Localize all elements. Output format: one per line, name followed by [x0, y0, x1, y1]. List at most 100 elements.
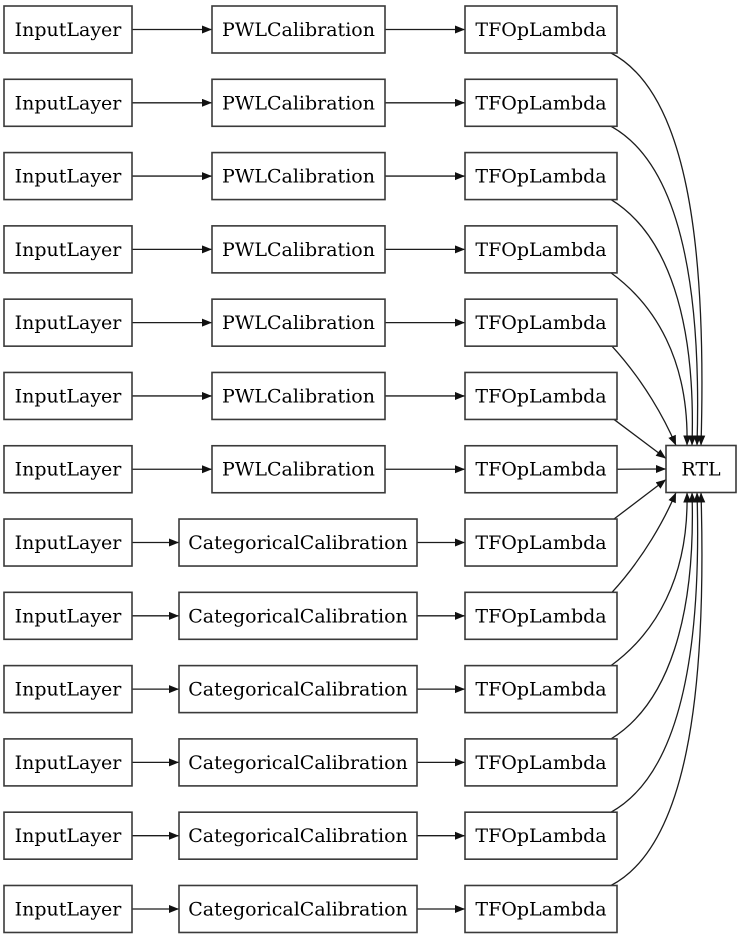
edge-lambda-to-rtl-8 — [613, 478, 667, 520]
node-tfoplambda-7: TFOpLambda — [464, 444, 618, 494]
node-pwlcalibration-2: PWLCalibration — [211, 78, 386, 128]
node-tfoplambda-1-box — [464, 5, 618, 54]
node-categoricalcalibration-13-box — [178, 884, 418, 934]
node-categoricalcalibration-12-label: CategoricalCalibration — [188, 825, 408, 847]
node-inputlayer-8-box — [3, 518, 133, 567]
node-pwlcalibration-1-box — [211, 5, 386, 54]
node-inputlayer-8-label: InputLayer — [15, 532, 123, 554]
node-inputlayer-4-label: InputLayer — [15, 239, 123, 261]
node-rtl-output: RTL — [665, 444, 737, 494]
node-rtl-output-label: RTL — [681, 459, 721, 481]
node-categoricalcalibration-11: CategoricalCalibration — [178, 738, 418, 787]
node-inputlayer-6: InputLayer — [3, 371, 133, 421]
node-inputlayer-6-label: InputLayer — [15, 385, 123, 407]
node-tfoplambda-11-label: TFOpLambda — [475, 752, 606, 774]
node-pwlcalibration-1-label: PWLCalibration — [222, 19, 375, 41]
node-pwlcalibration-5-box — [211, 298, 386, 347]
node-inputlayer-9-box — [3, 591, 133, 641]
node-tfoplambda-13: TFOpLambda — [464, 884, 618, 934]
node-inputlayer-9-label: InputLayer — [15, 605, 123, 627]
node-tfoplambda-10-box — [464, 664, 618, 714]
node-pwlcalibration-2-label: PWLCalibration — [222, 92, 375, 114]
node-categoricalcalibration-10-label: CategoricalCalibration — [188, 679, 408, 701]
node-tfoplambda-12-label: TFOpLambda — [475, 825, 606, 847]
node-tfoplambda-1-label: TFOpLambda — [475, 19, 606, 41]
node-tfoplambda-6-box — [464, 371, 618, 421]
node-pwlcalibration-4: PWLCalibration — [211, 225, 386, 274]
node-pwlcalibration-7-label: PWLCalibration — [222, 459, 375, 481]
node-categoricalcalibration-11-box — [178, 738, 418, 787]
node-inputlayer-10-label: InputLayer — [15, 679, 123, 701]
node-pwlcalibration-6: PWLCalibration — [211, 371, 386, 421]
node-tfoplambda-6-label: TFOpLambda — [475, 385, 606, 407]
node-tfoplambda-2-box — [464, 78, 618, 128]
node-pwlcalibration-3-label: PWLCalibration — [222, 166, 375, 188]
node-inputlayer-3: InputLayer — [3, 151, 133, 201]
node-inputlayer-12: InputLayer — [3, 811, 133, 860]
node-inputlayer-1-label: InputLayer — [15, 19, 123, 41]
edge-lambda-to-rtl-4 — [610, 272, 692, 446]
node-inputlayer-11: InputLayer — [3, 738, 133, 787]
node-tfoplambda-9-box — [464, 591, 618, 641]
node-tfoplambda-3: TFOpLambda — [464, 151, 618, 201]
node-tfoplambda-8: TFOpLambda — [464, 518, 618, 567]
node-tfoplambda-5: TFOpLambda — [464, 298, 618, 347]
node-inputlayer-11-box — [3, 738, 133, 787]
node-inputlayer-7: InputLayer — [3, 444, 133, 494]
node-tfoplambda-12: TFOpLambda — [464, 811, 618, 860]
node-inputlayer-5-box — [3, 298, 133, 347]
node-pwlcalibration-5-label: PWLCalibration — [222, 312, 375, 334]
node-categoricalcalibration-13: CategoricalCalibration — [178, 884, 418, 934]
edge-lambda-to-rtl-5 — [611, 345, 677, 446]
node-inputlayer-4-box — [3, 225, 133, 274]
node-inputlayer-5: InputLayer — [3, 298, 133, 347]
node-tfoplambda-5-box — [464, 298, 618, 347]
node-pwlcalibration-7: PWLCalibration — [211, 444, 386, 494]
node-inputlayer-13-label: InputLayer — [15, 898, 123, 920]
node-tfoplambda-3-box — [464, 151, 618, 201]
node-inputlayer-11-label: InputLayer — [15, 752, 123, 774]
node-pwlcalibration-2-box — [211, 78, 386, 128]
node-inputlayer-5-label: InputLayer — [15, 312, 123, 334]
node-inputlayer-10-box — [3, 664, 133, 714]
edge-lambda-to-rtl-6 — [613, 418, 667, 460]
node-categoricalcalibration-11-label: CategoricalCalibration — [188, 752, 408, 774]
node-categoricalcalibration-12-box — [178, 811, 418, 860]
node-categoricalcalibration-9-label: CategoricalCalibration — [188, 605, 408, 627]
node-tfoplambda-9-label: TFOpLambda — [475, 605, 606, 627]
edge-lambda-to-rtl-11 — [610, 492, 697, 740]
node-tfoplambda-1: TFOpLambda — [464, 5, 618, 54]
node-pwlcalibration-6-box — [211, 371, 386, 421]
edge-lambda-to-rtl-3 — [610, 199, 697, 446]
edge-lambda-to-rtl-13 — [610, 492, 706, 887]
node-inputlayer-12-label: InputLayer — [15, 825, 123, 847]
node-tfoplambda-11: TFOpLambda — [464, 738, 618, 787]
node-tfoplambda-8-box — [464, 518, 618, 567]
node-inputlayer-12-box — [3, 811, 133, 860]
node-pwlcalibration-3-box — [211, 151, 386, 201]
edge-lambda-to-rtl-1 — [610, 52, 706, 446]
node-inputlayer-13: InputLayer — [3, 884, 133, 934]
node-inputlayer-4: InputLayer — [3, 225, 133, 274]
node-tfoplambda-11-box — [464, 738, 618, 787]
node-tfoplambda-2: TFOpLambda — [464, 78, 618, 128]
node-inputlayer-1: InputLayer — [3, 5, 133, 54]
node-inputlayer-2-box — [3, 78, 133, 128]
node-tfoplambda-7-box — [464, 444, 618, 494]
node-categoricalcalibration-8-label: CategoricalCalibration — [188, 532, 408, 554]
edge-layer — [132, 25, 706, 913]
node-pwlcalibration-4-label: PWLCalibration — [222, 239, 375, 261]
node-tfoplambda-8-label: TFOpLambda — [475, 532, 606, 554]
node-tfoplambda-9: TFOpLambda — [464, 591, 618, 641]
node-tfoplambda-2-label: TFOpLambda — [475, 92, 606, 114]
node-pwlcalibration-7-box — [211, 444, 386, 494]
node-categoricalcalibration-8: CategoricalCalibration — [178, 518, 418, 567]
node-tfoplambda-10-label: TFOpLambda — [475, 679, 606, 701]
node-categoricalcalibration-12: CategoricalCalibration — [178, 811, 418, 860]
node-inputlayer-9: InputLayer — [3, 591, 133, 641]
node-rtl-output-box — [665, 444, 737, 494]
node-tfoplambda-10: TFOpLambda — [464, 664, 618, 714]
node-categoricalcalibration-10: CategoricalCalibration — [178, 664, 418, 714]
